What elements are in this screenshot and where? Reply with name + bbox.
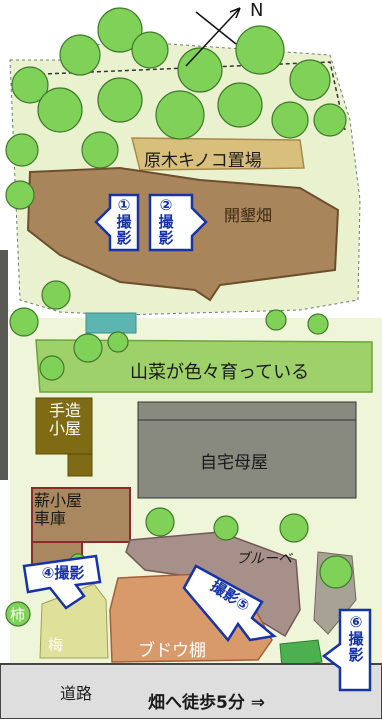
tree: [5, 180, 35, 210]
shot-label-1: ① 撮 影: [116, 196, 132, 247]
tree: [307, 313, 329, 335]
shot-arrow-5: [182, 564, 277, 643]
north-label: N: [250, 0, 264, 21]
tree: [97, 7, 143, 53]
tree: [41, 280, 71, 310]
tree: [213, 515, 239, 541]
dashed-boundary: [19, 61, 346, 131]
house-label: 自宅母屋: [200, 453, 268, 473]
north-arrow-line: [185, 7, 241, 67]
hut-annex: [67, 453, 93, 477]
shot-arrow-4: [22, 554, 102, 610]
shot-arrows: [22, 193, 372, 692]
tree: [217, 82, 263, 128]
tree: [5, 133, 39, 167]
tree: [5, 601, 31, 627]
shot-arrow-2: [148, 193, 208, 252]
tree: [39, 355, 65, 381]
wild-vegetable-area: [35, 339, 373, 393]
tree: [59, 34, 101, 76]
tree: [155, 90, 205, 140]
north-arrow: [185, 7, 241, 67]
woodshed-building: [31, 487, 131, 543]
walk-label: 畑へ徒歩5分 ⇒: [148, 693, 265, 713]
tree: [81, 131, 119, 169]
wild-vegetables-label: 山菜が色々育っている: [130, 362, 310, 383]
tree: [73, 333, 103, 363]
tree: [145, 507, 175, 537]
woodshed-label: 薪小屋 車庫: [34, 491, 83, 529]
pond: [279, 639, 323, 669]
left-edge-strip: [0, 250, 8, 480]
field-label: 開墾畑: [224, 206, 273, 225]
gate: [85, 312, 137, 334]
plum-area: [39, 583, 109, 659]
tree: [235, 25, 285, 75]
trees: [5, 7, 353, 627]
road-label: 道路: [60, 684, 93, 703]
tree: [265, 309, 287, 331]
blueberry-label: ブルーベ: [236, 551, 292, 567]
road: [0, 663, 382, 719]
tree: [9, 307, 39, 337]
hut-building: [35, 397, 93, 455]
mushroom-area: [131, 137, 305, 171]
tree: [271, 101, 309, 139]
grape-label: ブドウ棚: [138, 641, 206, 661]
shot-arrow-6: [321, 608, 372, 692]
tree: [37, 87, 83, 133]
hut-label: 手造 小屋: [48, 401, 81, 439]
shot-arrow-1: [94, 193, 140, 252]
shot-label-6: ⑥ 撮 影: [348, 613, 364, 664]
house-roof: [137, 401, 357, 421]
tree: [313, 103, 347, 137]
persimmon-label: 柿: [10, 606, 26, 624]
shot-label-2: ② 撮 影: [158, 196, 174, 247]
shot-label-4: ④撮影: [41, 564, 85, 582]
plum-label: 梅: [48, 636, 64, 654]
north-arrow-head: [229, 7, 241, 19]
north-arrow-cross: [195, 11, 237, 45]
tree: [11, 66, 49, 104]
house-building: [137, 419, 357, 499]
tree: [97, 77, 143, 123]
tree: [319, 555, 353, 589]
tree: [107, 331, 129, 353]
tree: [131, 31, 169, 69]
tree: [177, 47, 223, 93]
tree: [289, 59, 331, 101]
mushroom-label: 原木キノコ置場: [144, 151, 262, 171]
tree: [279, 513, 309, 543]
